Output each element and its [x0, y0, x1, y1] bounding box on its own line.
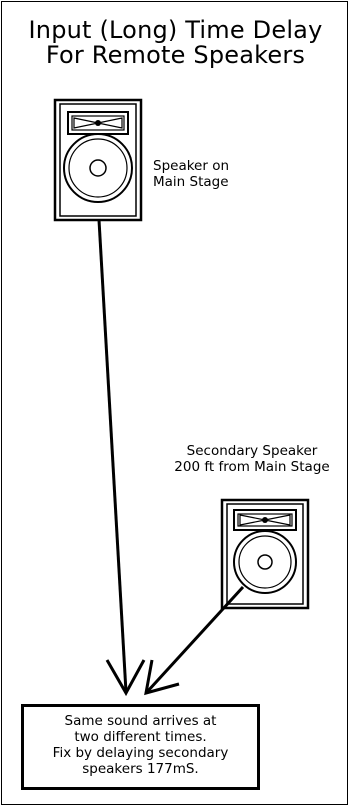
note-line-3: Fix by delaying secondary [24, 745, 257, 761]
note-line-1: Same sound arrives at [24, 713, 257, 729]
main-speaker-label-line-1: Speaker on [153, 158, 229, 174]
secondary-speaker-arrow [146, 587, 243, 693]
note-line-2: two different times. [24, 729, 257, 745]
note-line-4: speakers 177mS. [24, 761, 257, 777]
secondary-speaker-icon [222, 500, 308, 608]
main-speaker-label-line-2: Main Stage [153, 174, 229, 190]
secondary-speaker-label-line-1: Secondary Speaker [160, 443, 344, 459]
secondary-speaker-label: Secondary Speaker 200 ft from Main Stage [160, 443, 344, 475]
main-stage-speaker-icon [55, 100, 141, 220]
main-speaker-label: Speaker on Main Stage [153, 158, 229, 190]
secondary-speaker-label-line-2: 200 ft from Main Stage [160, 459, 344, 475]
main-speaker-arrow [99, 220, 144, 693]
timing-note-box: Same sound arrives at two different time… [21, 704, 260, 790]
